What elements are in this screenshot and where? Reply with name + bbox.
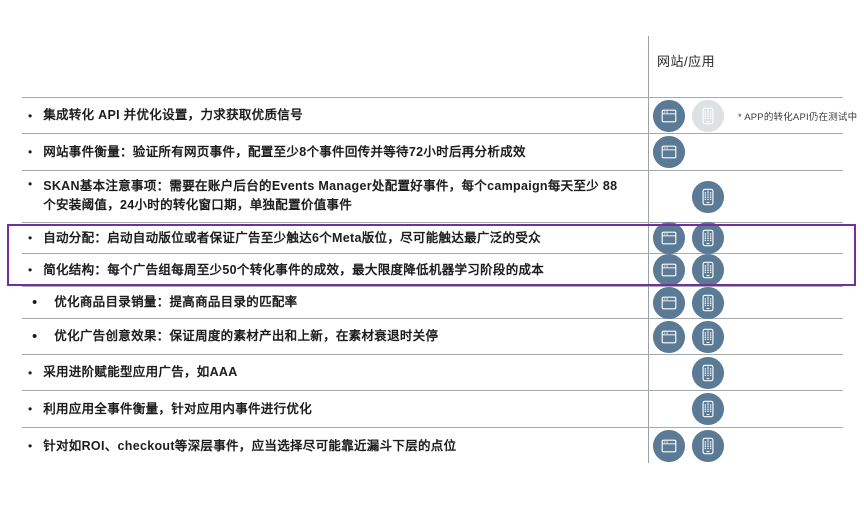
platform-column-header: 网站/应用 bbox=[657, 54, 716, 69]
mobile-phone-icon bbox=[691, 286, 725, 319]
bullet-dot: • bbox=[28, 108, 33, 123]
mobile-phone-icon bbox=[691, 221, 725, 255]
bullet-dot: • bbox=[28, 402, 33, 416]
column-divider bbox=[648, 36, 649, 463]
table-row: • 自动分配：启动自动版位或者保证广告至少触达6个Meta版位，尽可能触达最广泛… bbox=[22, 221, 843, 255]
platform-icons bbox=[652, 221, 725, 255]
row-text: 简化结构：每个广告组每周至少50个转化事件的成效，最大限度降低机器学习阶段的成本 bbox=[43, 262, 545, 277]
table-row: • SKAN基本注意事项：需要在账户后台的Events Manager处配置好事… bbox=[22, 171, 843, 223]
platform-icons bbox=[652, 392, 725, 426]
table-row: • 优化广告创意效果：保证周度的素材产出和上新，在素材衰退时关停 bbox=[22, 319, 843, 355]
app-slot bbox=[691, 135, 725, 169]
bullet-dot: • bbox=[32, 294, 38, 311]
app-slot bbox=[691, 221, 725, 255]
web-slot bbox=[652, 429, 686, 463]
app-slot bbox=[691, 392, 725, 426]
row-text: 针对如ROI、checkout等深层事件，应当选择尽可能靠近漏斗下层的点位 bbox=[43, 438, 457, 453]
platform-icons bbox=[652, 320, 725, 354]
app-slot bbox=[691, 429, 725, 463]
web-slot bbox=[652, 135, 686, 169]
platform-icons bbox=[652, 180, 725, 214]
bullet-dot: • bbox=[28, 231, 33, 245]
platform-icons bbox=[652, 135, 725, 169]
app-slot bbox=[691, 320, 725, 354]
web-slot bbox=[652, 286, 686, 320]
row-text: 采用进阶赋能型应用广告，如AAA bbox=[43, 365, 238, 380]
table-row: • 针对如ROI、checkout等深层事件，应当选择尽可能靠近漏斗下层的点位 bbox=[22, 428, 843, 464]
mobile-phone-icon bbox=[691, 320, 725, 353]
app-slot bbox=[691, 180, 725, 214]
table-row: • 网站事件衡量：验证所有网页事件，配置至少8个事件回传并等待72小时后再分析成… bbox=[22, 134, 843, 171]
browser-window-icon bbox=[652, 99, 686, 132]
app-slot bbox=[691, 99, 725, 133]
app-slot bbox=[691, 253, 725, 287]
app-slot bbox=[691, 286, 725, 320]
browser-window-icon bbox=[652, 429, 686, 463]
table-row: • 简化结构：每个广告组每周至少50个转化事件的成效，最大限度降低机器学习阶段的… bbox=[22, 253, 843, 287]
browser-window-icon bbox=[652, 135, 686, 169]
web-slot bbox=[652, 253, 686, 287]
mobile-phone-icon bbox=[691, 253, 725, 287]
bullet-dot: • bbox=[28, 365, 33, 380]
app-api-testing-note: * APP的转化API仍在测试中 bbox=[738, 111, 858, 123]
mobile-phone-icon bbox=[691, 392, 725, 426]
platform-icons bbox=[652, 253, 725, 287]
web-slot bbox=[652, 356, 686, 390]
bullet-dot: • bbox=[28, 145, 33, 159]
row-text: 利用应用全事件衡量，针对应用内事件进行优化 bbox=[43, 401, 313, 416]
platform-icons: * APP的转化API仍在测试中 bbox=[652, 99, 857, 133]
mobile-phone-icon bbox=[691, 99, 725, 132]
browser-window-icon bbox=[652, 253, 686, 287]
browser-window-icon bbox=[652, 286, 686, 319]
mobile-phone-icon bbox=[691, 429, 725, 463]
table-row: • 集成转化 API 并优化设置，力求获取优质信号 * APP的转化API仍在测… bbox=[22, 98, 857, 134]
mobile-phone-icon bbox=[691, 356, 725, 389]
table-row: • 利用应用全事件衡量，针对应用内事件进行优化 bbox=[22, 391, 843, 428]
bullet-dot: • bbox=[28, 177, 33, 191]
bullet-dot: • bbox=[32, 328, 38, 345]
mobile-phone-icon bbox=[691, 180, 725, 213]
row-text: 优化商品目录销量：提高商品目录的匹配率 bbox=[54, 295, 298, 310]
web-slot bbox=[652, 180, 686, 214]
row-text: 优化广告创意效果：保证周度的素材产出和上新，在素材衰退时关停 bbox=[54, 329, 439, 344]
bullet-dot: • bbox=[28, 263, 33, 277]
row-text: 自动分配：启动自动版位或者保证广告至少触达6个Meta版位，尽可能触达最广泛的受… bbox=[43, 230, 541, 245]
platform-icons bbox=[652, 356, 725, 390]
row-text: 网站事件衡量：验证所有网页事件，配置至少8个事件回传并等待72小时后再分析成效 bbox=[43, 144, 526, 159]
checklist-table: • 集成转化 API 并优化设置，力求获取优质信号 * APP的转化API仍在测… bbox=[22, 97, 857, 464]
platform-icons bbox=[652, 286, 725, 320]
table-row: • 采用进阶赋能型应用广告，如AAA bbox=[22, 355, 843, 391]
table-row: • 优化商品目录销量：提高商品目录的匹配率 bbox=[22, 286, 843, 320]
web-slot bbox=[652, 320, 686, 354]
browser-window-icon bbox=[652, 320, 686, 353]
web-slot bbox=[652, 221, 686, 255]
platform-icons bbox=[652, 429, 725, 463]
web-slot bbox=[652, 99, 686, 133]
row-text: 集成转化 API 并优化设置，力求获取优质信号 bbox=[43, 108, 303, 123]
bullet-dot: • bbox=[28, 439, 33, 453]
browser-window-icon bbox=[652, 221, 686, 255]
web-slot bbox=[652, 392, 686, 426]
row-text: SKAN基本注意事项：需要在账户后台的Events Manager处配置好事件，… bbox=[43, 179, 618, 212]
app-slot bbox=[691, 356, 725, 390]
